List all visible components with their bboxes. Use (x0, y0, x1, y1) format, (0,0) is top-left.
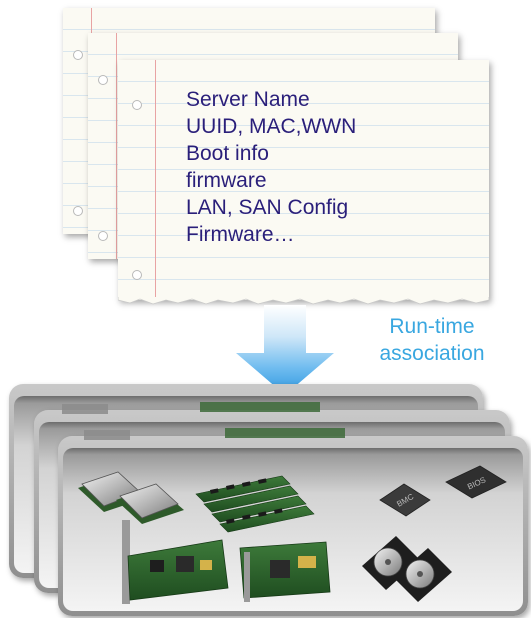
bios-chip-icon: BIOS (445, 465, 507, 499)
binder-hole (98, 231, 108, 241)
margin-line (155, 60, 156, 300)
cpu-icon (62, 404, 108, 414)
binder-hole (132, 100, 142, 110)
margin-line (116, 33, 117, 259)
memory-module-icon (225, 428, 345, 438)
profile-attribute: Boot info (186, 142, 269, 165)
memory-module-icon (195, 475, 315, 533)
profile-attribute: Firmware… (186, 223, 295, 246)
hard-drive-icon (362, 536, 420, 590)
profile-attribute: LAN, SAN Config (186, 196, 349, 219)
association-label-line: association (379, 342, 485, 365)
cpu-icon (116, 483, 184, 524)
profile-sheet-front: Server Name UUID, MAC,WWN Boot info firm… (118, 60, 489, 305)
association-label-line: Run-time (389, 315, 475, 338)
binder-hole (132, 270, 142, 280)
hba-card-icon (239, 541, 331, 602)
binder-hole (73, 50, 83, 60)
cpu-icon (84, 430, 130, 440)
runtime-association-label: Run-time association (352, 313, 512, 367)
binder-hole (98, 75, 108, 85)
profile-attributes-list: Server Name UUID, MAC,WWN Boot info firm… (186, 86, 356, 248)
network-card-icon (122, 520, 229, 604)
down-arrow-icon (236, 305, 334, 395)
profile-attribute: firmware (186, 169, 267, 192)
torn-edge (118, 297, 489, 305)
memory-module-icon (200, 402, 320, 412)
profile-attribute: Server Name (186, 88, 310, 111)
bmc-chip-icon: BMC (379, 483, 431, 517)
profile-attribute: UUID, MAC,WWN (186, 115, 357, 138)
hard-drive-icon (394, 548, 452, 602)
binder-hole (73, 206, 83, 216)
